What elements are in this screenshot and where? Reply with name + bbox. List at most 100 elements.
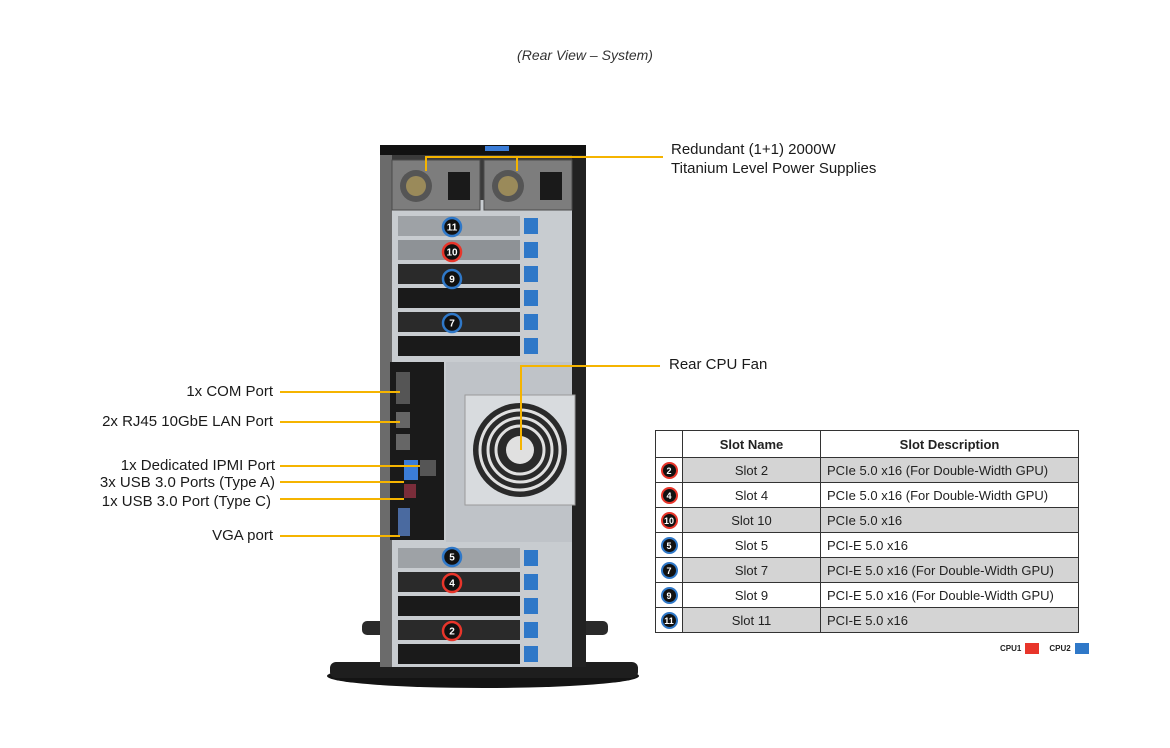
psu-label-line2: Titanium Level Power Supplies [671, 160, 877, 177]
chassis-slot-number: 11 [447, 223, 458, 234]
power-supply-right [483, 159, 573, 211]
fan-leader-v [520, 365, 522, 450]
header-slot-description: Slot Description [820, 430, 1079, 458]
cpu-legend: CPU1 CPU2 [1000, 643, 1089, 654]
chassis-foot-top [330, 662, 638, 678]
slot-badge-cell: 7 [655, 557, 683, 583]
chassis-side-panel [572, 145, 586, 667]
slot-badge: 10 [660, 511, 678, 529]
figure-caption: (Rear View – System) [517, 47, 653, 63]
header-slot-name: Slot Name [682, 430, 821, 458]
usbc-leader [280, 498, 404, 500]
usb-a-label: 3x USB 3.0 Ports (Type A) [99, 474, 275, 491]
slot-description: PCI-E 5.0 x16 [820, 532, 1079, 558]
slot-name: Slot 11 [682, 607, 821, 633]
chassis-slot-badge: 7 [441, 312, 463, 334]
lower-expansion-slots [398, 548, 520, 664]
legend-cpu2-label: CPU2 [1049, 644, 1071, 653]
vga-port-label: VGA port [212, 527, 273, 544]
slot-name: Slot 9 [682, 582, 821, 608]
chassis-slot-number: 9 [449, 275, 455, 286]
slot-name: Slot 5 [682, 532, 821, 558]
com-leader [280, 391, 400, 393]
chassis-left-panel [380, 145, 392, 667]
ipmi-leader [280, 465, 420, 467]
psu-leader-left [425, 157, 427, 171]
ipmi-port-label: 1x Dedicated IPMI Port [120, 457, 275, 474]
chassis-slot-badge: 11 [441, 216, 463, 238]
chassis-top-lip [380, 145, 586, 155]
slot-name: Slot 10 [682, 507, 821, 533]
chassis-top-accent [485, 146, 509, 151]
chassis-foot [327, 664, 639, 688]
slot-name: Slot 7 [682, 557, 821, 583]
slot-badges: 11 10 9 7 5 4 2 [441, 216, 463, 642]
lan-port-label: 2x RJ45 10GbE LAN Port [102, 413, 273, 430]
chassis-slot-number: 10 [446, 248, 458, 259]
chassis-slot-badge: 2 [441, 620, 463, 642]
chassis-slot-number: 7 [449, 319, 455, 330]
legend-cpu2-swatch [1074, 643, 1089, 654]
legend-cpu1-swatch [1025, 643, 1040, 654]
psu-leader-right [516, 157, 518, 171]
usb-c-label: 1x USB 3.0 Port (Type C) [101, 493, 271, 510]
slot-badge: 7 [660, 561, 678, 579]
chassis-slot-number: 5 [449, 553, 455, 564]
slot-badge: 5 [660, 536, 678, 554]
psu-leader [425, 156, 663, 158]
slot-name: Slot 4 [682, 482, 821, 508]
lower-slot-latches [524, 550, 538, 662]
slot-badge-cell: 10 [655, 507, 683, 533]
slot-description: PCI-E 5.0 x16 [820, 607, 1079, 633]
usba-leader [280, 481, 404, 483]
slot-badge-cell: 2 [655, 457, 683, 483]
com-port-label: 1x COM Port [186, 383, 273, 400]
legend-cpu1-label: CPU1 [1000, 644, 1022, 653]
slot-description: PCI-E 5.0 x16 (For Double-Width GPU) [820, 582, 1079, 608]
header-badge-col [655, 430, 683, 458]
chassis-slot-badge: 10 [441, 241, 463, 263]
chassis-slot-badge: 9 [441, 268, 463, 290]
chassis-slot-number: 2 [449, 627, 455, 638]
chassis-body [380, 145, 586, 667]
chassis-slot-badge: 5 [441, 546, 463, 568]
slot-description: PCIe 5.0 x16 (For Double-Width GPU) [820, 482, 1079, 508]
slot-badge: 4 [660, 486, 678, 504]
fan-leader-h [520, 365, 660, 367]
slot-badge-cell: 9 [655, 582, 683, 608]
fan-area-plate [446, 362, 572, 542]
slot-description: PCIe 5.0 x16 [820, 507, 1079, 533]
slot-badge-cell: 4 [655, 482, 683, 508]
slot-badge-cell: 11 [655, 607, 683, 633]
upper-expansion-slots [398, 216, 520, 356]
slot-badge: 9 [660, 586, 678, 604]
upper-slot-latches [524, 218, 538, 354]
slot-table-header: Slot Name Slot Description [655, 430, 1079, 458]
vga-leader [280, 535, 400, 537]
io-panel [390, 362, 444, 540]
rear-fan-label: Rear CPU Fan [669, 356, 768, 373]
chassis-slot-badge: 4 [441, 572, 463, 594]
lan-leader [280, 421, 400, 423]
slot-description: PCIe 5.0 x16 (For Double-Width GPU) [820, 457, 1079, 483]
chassis-slot-number: 4 [449, 579, 455, 590]
slot-badge: 11 [660, 611, 678, 629]
slot-name: Slot 2 [682, 457, 821, 483]
power-supply-left [391, 159, 481, 211]
slot-badge: 2 [660, 461, 678, 479]
psu-label-line1: Redundant (1+1) 2000W [671, 141, 836, 158]
slot-badge-cell: 5 [655, 532, 683, 558]
slot-description: PCI-E 5.0 x16 (For Double-Width GPU) [820, 557, 1079, 583]
chassis-foot-back [362, 621, 608, 635]
chassis-rear-plate [392, 200, 577, 667]
